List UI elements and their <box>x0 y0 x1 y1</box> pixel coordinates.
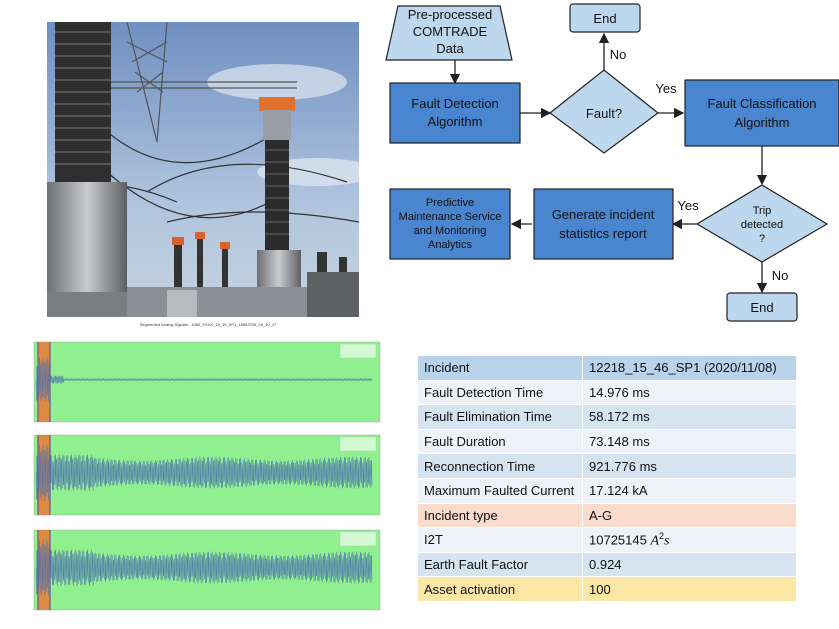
table-key: Earth Fault Factor <box>417 551 583 578</box>
table-value-text: 0.924 <box>589 557 622 573</box>
no-bottom-label: No <box>772 268 789 283</box>
end-bottom-label: End <box>750 300 773 315</box>
table-value: 10725145 A2s <box>582 527 797 553</box>
unit-base: A <box>650 533 660 549</box>
incident-table: Incident 12218_15_46_SP1 (2020/11/08) Faul… <box>417 355 797 602</box>
table-value: 0.924 <box>582 551 797 578</box>
input-line-2: COMTRADE <box>413 24 488 39</box>
legend-box <box>339 343 377 359</box>
table-key: Fault Detection Time <box>417 379 583 406</box>
trip-decision-line-2: detected <box>741 219 783 231</box>
fault-classification-line-2: Algorithm <box>735 115 790 130</box>
plots-title: Segmented Analog Signals - 1080_SXXX_15_… <box>140 322 277 327</box>
table-row: Incident type A-G <box>417 502 797 529</box>
table-key: Fault Elimination Time <box>417 404 583 430</box>
table-value: 921.776 ms <box>582 453 797 479</box>
table-row: Fault Duration 73.148 ms <box>417 428 797 455</box>
fault-detection-line-2: Algorithm <box>428 114 483 129</box>
predictive-line-4: Analytics <box>428 239 473 251</box>
signal-waveform <box>35 539 373 596</box>
table-value: 58.172 ms <box>582 404 797 430</box>
table-value-text: 17.124 kA <box>589 483 648 499</box>
signal-waveform <box>35 357 373 402</box>
table-row: Fault Detection Time 14.976 ms <box>417 379 797 406</box>
table-row: Earth Fault Factor 0.924 <box>417 551 797 578</box>
signal-panel <box>33 341 381 423</box>
end-bottom-node: End <box>726 292 798 322</box>
input-line-1: Pre-processed <box>408 7 493 22</box>
legend-box <box>339 531 377 547</box>
signal-waveform <box>35 444 373 501</box>
table-value-text: 73.148 ms <box>589 434 650 450</box>
yes-right-label: Yes <box>655 81 677 96</box>
table-value-text: 100 <box>589 581 611 597</box>
table-value-text: A-G <box>589 507 613 523</box>
table-key: Maximum Faulted Current <box>417 477 583 504</box>
segmented-analog-signals: Segmented Analog Signals - 1080_SXXX_15_… <box>28 318 383 624</box>
predictive-line-1: Predictive <box>426 197 474 209</box>
fault-decision-node: Fault? <box>549 69 659 154</box>
table-key: I2T <box>417 527 583 553</box>
input-data-node: Pre-processed COMTRADE Data <box>385 5 513 61</box>
table-value-text: 10725145 <box>589 532 647 548</box>
substation-photo <box>47 22 359 317</box>
incident-flowchart: Pre-processed COMTRADE Data Fault Detect… <box>370 0 839 330</box>
table-row: Asset activation 100 <box>417 576 797 602</box>
fault-detection-line-1: Fault Detection <box>411 96 498 111</box>
predictive-line-3: and Monitoring <box>414 225 487 237</box>
table-key: Fault Duration <box>417 428 583 455</box>
table-value-text: 12218_15_46_SP1 (2020/11/08) <box>589 360 777 376</box>
legend-box <box>339 436 377 452</box>
incident-report-line-1: Generate incident <box>552 207 655 222</box>
table-value: A-G <box>582 502 797 529</box>
panel-background <box>33 341 381 423</box>
trip-decision-node: Trip detected ? <box>695 184 829 263</box>
unit-exponent: 2 <box>659 530 665 541</box>
table-value-text: 14.976 ms <box>589 384 650 400</box>
incident-report-line-2: statistics report <box>559 226 647 241</box>
signal-panel <box>33 529 381 611</box>
input-line-3: Data <box>436 41 464 56</box>
signal-panel <box>33 434 381 516</box>
table-value: 14.976 ms <box>582 379 797 406</box>
table-key: Incident <box>417 355 583 381</box>
fault-detection-node: Fault Detection Algorithm <box>389 82 521 144</box>
table-value-text: 921.776 ms <box>589 458 657 474</box>
table-row: Fault Elimination Time 58.172 ms <box>417 404 797 430</box>
table-value: 73.148 ms <box>582 428 797 455</box>
unit-tail: s <box>664 533 670 549</box>
no-top-label: No <box>610 47 627 62</box>
fault-classification-node: Fault Classification Algorithm <box>684 79 839 147</box>
incident-report-node: Generate incident statistics report <box>533 188 674 260</box>
end-top-label: End <box>593 11 616 26</box>
trip-decision-line-3: ? <box>759 233 765 245</box>
end-top-node: End <box>569 3 641 33</box>
trip-decision-line-1: Trip <box>753 205 772 217</box>
table-value-text: 58.172 ms <box>589 409 650 425</box>
table-value: 100 <box>582 576 797 602</box>
predictive-line-2: Maintenance Service <box>399 211 502 223</box>
fault-classification-line-1: Fault Classification <box>707 96 816 111</box>
predictive-maintenance-node: Predictive Maintenance Service and Monit… <box>389 188 511 260</box>
table-row: Maximum Faulted Current 17.124 kA <box>417 477 797 504</box>
table-row: Incident 12218_15_46_SP1 (2020/11/08) <box>417 355 797 381</box>
yes-left-label: Yes <box>677 198 699 213</box>
table-key: Reconnection Time <box>417 453 583 479</box>
table-value: 17.124 kA <box>582 477 797 504</box>
table-key: Incident type <box>417 502 583 529</box>
table-value: 12218_15_46_SP1 (2020/11/08) <box>582 355 797 381</box>
table-key: Asset activation <box>417 576 583 602</box>
table-row: Reconnection Time 921.776 ms <box>417 453 797 479</box>
fault-decision-label: Fault? <box>586 106 622 121</box>
